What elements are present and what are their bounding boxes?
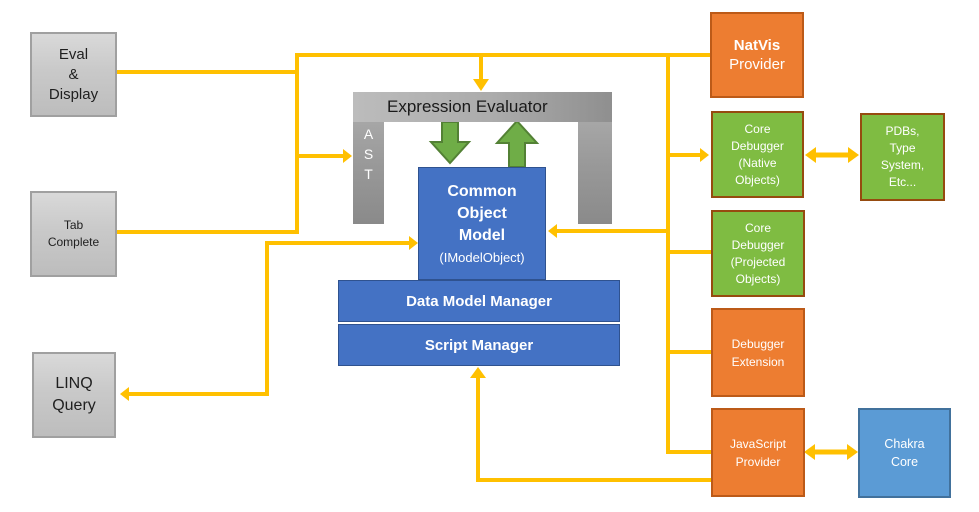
bar-data-model-manager: Data Model Manager: [338, 280, 620, 322]
box-javascript-provider: JavaScript Provider: [711, 408, 805, 497]
expression-evaluator-bar: Expression Evaluator: [353, 92, 612, 122]
bar-script-manager: Script Manager: [338, 324, 620, 366]
box-core-debugger-native: Core Debugger (Native Objects): [711, 111, 804, 198]
natvis-subtitle: Provider: [729, 56, 785, 73]
com-subtitle: (IModelObject): [439, 249, 525, 265]
arrowhead-to-pdbs: [848, 147, 859, 163]
box-eval-display: Eval & Display: [30, 32, 117, 117]
arrowhead-to-chakra: [847, 444, 858, 460]
box-debugger-extension: Debugger Extension: [711, 308, 805, 397]
box-chakra-core: Chakra Core: [858, 408, 951, 498]
connector-right-trunk: [666, 55, 711, 454]
box-core-debugger-projected: Core Debugger (Projected Objects): [711, 210, 805, 297]
arrowhead-into-com-right: [548, 224, 557, 238]
arrowhead-to-native: [805, 147, 816, 163]
arrowhead-into-core-native: [700, 148, 709, 162]
box-common-object-model: Common Object Model (IModelObject): [418, 167, 546, 280]
box-pdbs-type-system: PDBs, Type System, Etc...: [860, 113, 945, 201]
box-tab-complete: Tab Complete: [30, 191, 117, 277]
arrowhead-into-script-manager: [470, 367, 486, 378]
green-arrow-com-to-evaluator: [494, 119, 540, 168]
arrowhead-into-com-left: [409, 236, 418, 250]
arrowhead-to-js-provider: [804, 444, 815, 460]
box-linq-query: LINQ Query: [32, 352, 116, 438]
box-natvis-provider: NatVis Provider: [710, 12, 804, 98]
connector-js-to-script-manager: [476, 376, 711, 482]
arrowhead-into-evaluator: [473, 79, 489, 91]
arrowhead-into-linq: [120, 387, 129, 401]
arrowhead-into-ast: [343, 149, 352, 163]
green-arrow-evaluator-to-com: [428, 121, 472, 165]
natvis-title: NatVis: [733, 37, 781, 54]
com-title: Common Object Model: [447, 182, 517, 244]
